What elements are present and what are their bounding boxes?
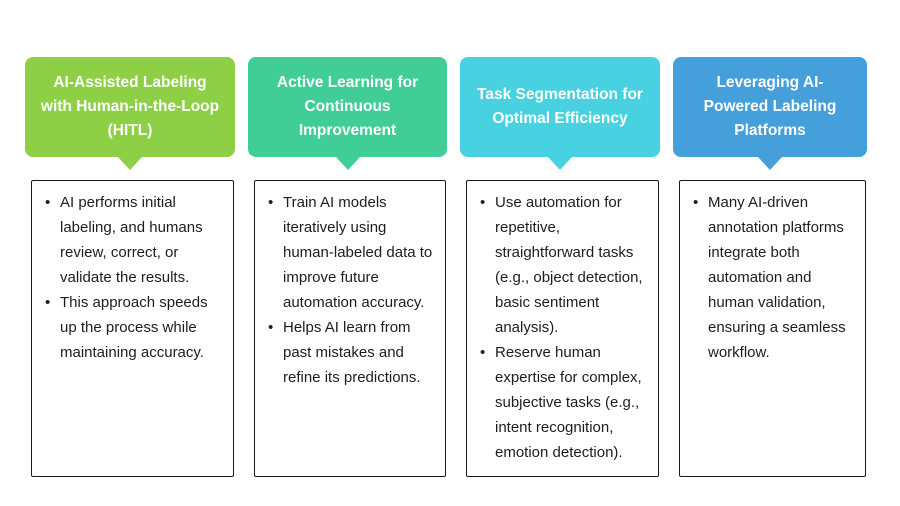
header-tail-icon [335,157,360,170]
column-body: Train AI models iteratively using human-… [254,180,446,477]
column: Active Learning for Continuous Improveme… [248,57,447,477]
bullet-list: Train AI models iteratively using human-… [267,190,439,390]
column-body: AI performs initial labeling, and humans… [31,180,234,477]
bullet-item: Many AI-driven annotation platforms inte… [692,190,859,365]
column: AI-Assisted Labeling with Human-in-the-L… [25,57,235,477]
bullet-list: AI performs initial labeling, and humans… [44,190,227,365]
header-tail-icon [548,157,572,170]
column-header-label: Task Segmentation for Optimal Efficiency [477,86,643,127]
column-header-label: Active Learning for Continuous Improveme… [276,74,419,139]
column-header-label: AI-Assisted Labeling with Human-in-the-L… [40,74,220,139]
column-header-label: Leveraging AI-Powered Labeling Platforms [703,74,837,139]
column-header: AI-Assisted Labeling with Human-in-the-L… [25,57,235,157]
bullet-item: Helps AI learn from past mistakes and re… [267,315,439,390]
bullet-item: Reserve human expertise for complex, sub… [479,340,652,465]
column: Leveraging AI-Powered Labeling Platforms… [673,57,867,477]
bullet-item: This approach speeds up the process whil… [44,290,227,365]
column-header: Active Learning for Continuous Improveme… [248,57,447,157]
bullet-item: Use automation for repetitive, straightf… [479,190,652,340]
header-tail-icon [118,157,142,170]
column-header: Leveraging AI-Powered Labeling Platforms [673,57,867,157]
bullet-item: AI performs initial labeling, and humans… [44,190,227,290]
bullet-list: Many AI-driven annotation platforms inte… [692,190,859,365]
header-tail-icon [758,157,782,170]
bullet-item: Train AI models iteratively using human-… [267,190,439,315]
columns: AI-Assisted Labeling with Human-in-the-L… [0,0,900,477]
column: Task Segmentation for Optimal Efficiency… [460,57,660,477]
column-body: Use automation for repetitive, straightf… [466,180,659,477]
column-header: Task Segmentation for Optimal Efficiency [460,57,660,157]
column-body: Many AI-driven annotation platforms inte… [679,180,866,477]
bullet-list: Use automation for repetitive, straightf… [479,190,652,465]
